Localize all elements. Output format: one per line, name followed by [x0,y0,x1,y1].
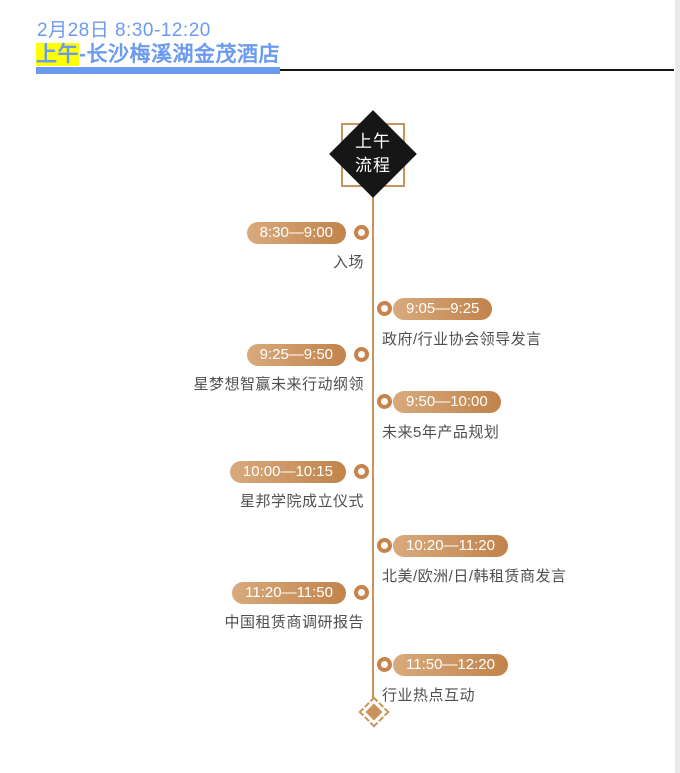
time-badge: 9:25—9:50 [246,344,346,366]
time-badge: 8:30—9:00 [246,222,346,244]
event-label: 政府/行业协会领导发言 [382,331,542,348]
page-title: 上午-长沙梅溪湖金茂酒店 [36,43,280,74]
time-badge: 11:50—12:20 [393,654,508,676]
timeline-node-icon [377,538,392,553]
divider-line [36,69,674,71]
time-badge: 10:20—11:20 [393,535,508,557]
timeline-node-icon [354,347,369,362]
timeline-node-icon [377,657,392,672]
start-node-label: 上午 流程 [323,122,423,186]
scrollbar[interactable] [675,0,680,773]
timeline-item: 8:30—9:00 入场 [0,222,680,282]
date-text: 2月28日 8:30-12:20 [37,20,211,41]
event-label: 北美/欧洲/日/韩租赁商发言 [382,568,567,585]
event-label: 行业热点互动 [382,687,476,704]
time-badge: 11:20—11:50 [232,582,346,604]
timeline-item: 9:50—10:00 未来5年产品规划 [0,391,680,451]
time-badge: 9:05—9:25 [393,298,493,320]
timeline-item: 9:05—9:25 政府/行业协会领导发言 [0,298,680,358]
timeline-node-icon [354,225,369,240]
start-node-line2: 流程 [355,156,391,175]
timeline-node-icon [354,585,369,600]
timeline-node-icon [377,301,392,316]
title-highlight: 上午 [36,43,79,66]
timeline-line [372,197,374,701]
event-label: 入场 [332,254,364,271]
timeline-node-icon [377,394,392,409]
start-node-line1: 上午 [355,132,391,151]
timeline-item: 10:00—10:15 星邦学院成立仪式 [0,461,680,521]
time-badge: 9:50—10:00 [393,391,501,413]
timeline-node-icon [354,464,369,479]
event-label: 中国租赁商调研报告 [224,614,364,631]
event-label: 星邦学院成立仪式 [239,493,364,510]
timeline-item: 11:50—12:20 行业热点互动 [0,654,680,714]
timeline-item: 10:20—11:20 北美/欧洲/日/韩租赁商发言 [0,535,680,595]
event-label: 未来5年产品规划 [382,424,500,441]
event-label: 星梦想智赢未来行动纲领 [193,376,364,393]
timeline-item: 11:20—11:50 中国租赁商调研报告 [0,582,680,642]
timeline-item: 9:25—9:50 星梦想智赢未来行动纲领 [0,344,680,404]
time-badge: 10:00—10:15 [229,461,346,483]
title-rest: -长沙梅溪湖金茂酒店 [79,43,280,66]
